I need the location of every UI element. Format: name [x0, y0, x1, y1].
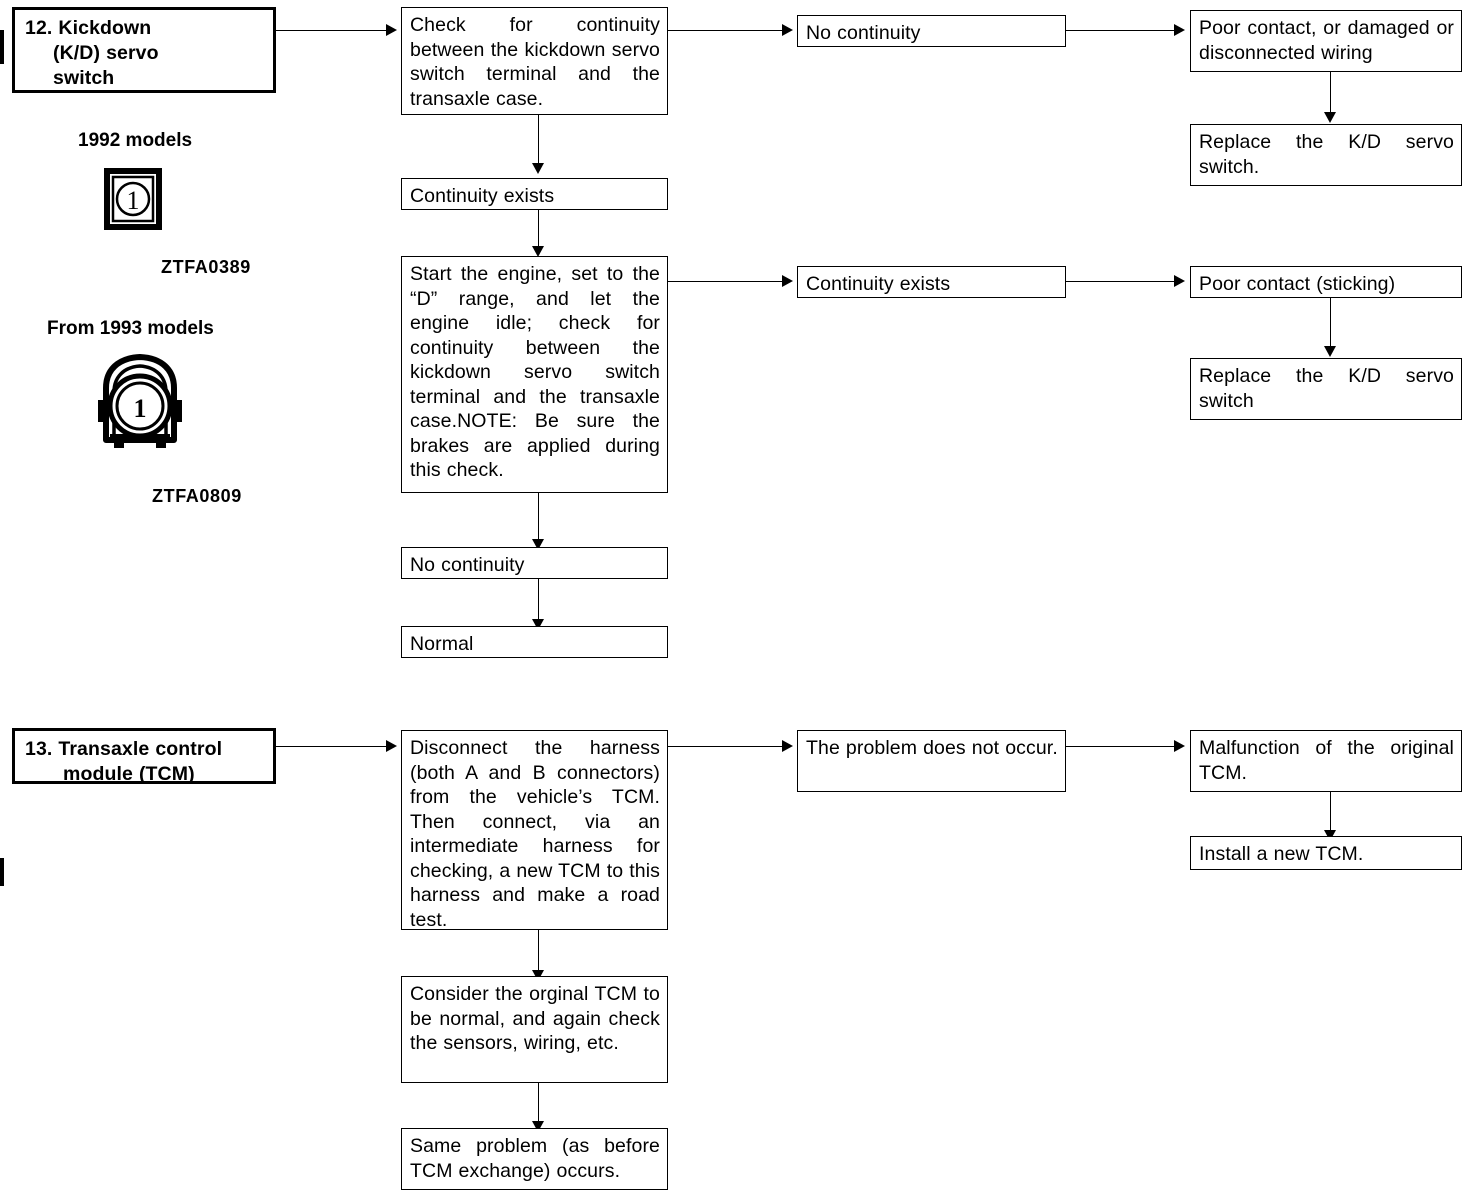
node-normal: Normal [401, 626, 668, 658]
arrowhead-disconnect-to-problemnotoccur [782, 740, 793, 752]
connector-disconnect-to-considernormal [538, 930, 539, 974]
node-no-continuity-1: No continuity [797, 15, 1066, 47]
connector-title12-to-check [276, 30, 386, 31]
connector-nocontinuity-to-poorcontact [1066, 30, 1174, 31]
section-13-title-line-1: 13. Transaxle control [25, 738, 223, 760]
node-check-continuity: Check for continuity between the kickdow… [401, 7, 668, 115]
node-replace-switch-2: Replace the K/D servo switch [1190, 358, 1462, 420]
node-disconnect-harness: Disconnect the harness (both A and B con… [401, 730, 668, 931]
registration-tick-bottom [0, 858, 4, 886]
node-poor-contact-wiring: Poor contact, or damaged or disconnected… [1190, 10, 1462, 72]
node-install-new-tcm: Install a new TCM. [1190, 836, 1462, 870]
arrowhead-nocontinuity2-to-normal [532, 619, 544, 630]
arrowhead-title12-to-check [386, 24, 397, 36]
section-13-title-box: 13. Transaxle control module (TCM) [12, 728, 276, 785]
connector-check-to-nocontinuity [668, 30, 782, 31]
connector-disconnect-to-problemnotoccur [668, 746, 782, 747]
svg-text:1: 1 [127, 186, 140, 215]
connector-malfunction-to-installnew [1330, 792, 1331, 834]
arrowhead-continuityexists2-to-poorcontactsticking [1174, 275, 1185, 287]
arrowhead-problemnotoccur-to-malfunction [1174, 740, 1185, 752]
arrowhead-check-to-nocontinuity [782, 24, 793, 36]
label-1992-models: 1992 models [78, 130, 193, 151]
connector-poorcontact-to-replace1 [1330, 72, 1331, 116]
arrowhead-nocontinuity-to-poorcontact [1174, 24, 1185, 36]
node-start-engine: Start the engine, set to the “D” range, … [401, 256, 668, 493]
connector-continuityexists1-to-startengine [538, 210, 539, 250]
svg-text:1: 1 [134, 394, 147, 423]
node-continuity-exists-2: Continuity exists [797, 266, 1066, 298]
node-poor-contact-sticking: Poor contact (sticking) [1190, 266, 1462, 298]
connector-nocontinuity2-to-normal [538, 579, 539, 623]
arrowhead-startengine-to-continuityexists2 [782, 275, 793, 287]
connector-startengine-to-nocontinuity2 [538, 493, 539, 543]
arrowhead-malfunction-to-installnew [1324, 830, 1336, 841]
arrowhead-continuityexists1-to-startengine [532, 246, 544, 257]
node-continuity-exists-1: Continuity exists [401, 178, 668, 210]
arrowhead-startengine-to-nocontinuity2 [532, 539, 544, 550]
arrowhead-check-to-continuityexists1 [532, 163, 544, 174]
square-connector-1-icon: 1 [104, 168, 162, 230]
connector-considernormal-to-sameproblem [538, 1083, 539, 1125]
part-code-ztfa0809: ZTFA0809 [152, 486, 242, 506]
node-consider-normal: Consider the orginal TCM to be normal, a… [401, 976, 668, 1083]
arrowhead-disconnect-to-considernormal [532, 970, 544, 981]
arrowhead-title13-to-disconnect [386, 740, 397, 752]
part-code-ztfa0389: ZTFA0389 [161, 257, 251, 277]
connector-poorcontactsticking-to-replace2 [1330, 298, 1331, 350]
connector-check-to-continuityexists1 [538, 115, 539, 167]
connector-continuityexists2-to-poorcontactsticking [1066, 281, 1174, 282]
arrowhead-poorcontactsticking-to-replace2 [1324, 346, 1336, 357]
connector-title13-to-disconnect [276, 746, 386, 747]
connector-problemnotoccur-to-malfunction [1066, 746, 1174, 747]
round-connector-1-icon: 1 [84, 344, 196, 454]
node-problem-not-occur: The problem does not occur. [797, 730, 1066, 792]
connector-startengine-to-continuityexists2 [668, 281, 782, 282]
section-12-title-line-1: 12. Kickdown [25, 17, 152, 39]
registration-tick-top [0, 30, 4, 64]
section-13-title-line-2: module (TCM) [63, 763, 195, 785]
arrowhead-considernormal-to-sameproblem [532, 1121, 544, 1132]
node-replace-switch-1: Replace the K/D servo switch. [1190, 124, 1462, 186]
label-from-1993-models: From 1993 models [47, 318, 214, 339]
node-same-problem: Same problem (as before TCM exchange) oc… [401, 1128, 668, 1190]
section-12-title-line-3: switch [53, 67, 115, 89]
section-12-title-line-2: (K/D) servo [53, 42, 159, 64]
section-12-title-box: 12. Kickdown (K/D) servo switch [12, 7, 276, 93]
node-no-continuity-2: No continuity [401, 547, 668, 579]
node-malfunction-original-tcm: Malfunction of the original TCM. [1190, 730, 1462, 792]
arrowhead-poorcontact-to-replace1 [1324, 112, 1336, 123]
